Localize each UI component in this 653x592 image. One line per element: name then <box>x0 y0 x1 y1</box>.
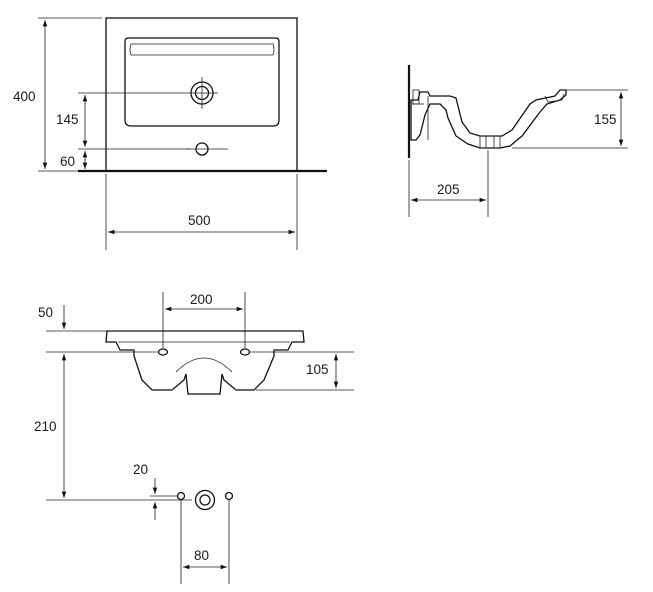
dim-210-label: 210 <box>34 419 57 434</box>
dim-80-label: 80 <box>194 548 209 563</box>
drain-pipe <box>479 135 501 149</box>
dim-145-label: 145 <box>56 112 79 127</box>
bowl-outline <box>124 37 280 127</box>
top-view: 400 145 60 500 <box>13 17 327 250</box>
bowl-rim <box>129 43 275 56</box>
back-view: 50 200 105 210 20 80 <box>34 292 354 584</box>
drain-detail-outer <box>194 489 216 511</box>
dim-60-label: 60 <box>60 154 75 169</box>
drain-detail-inner <box>199 494 211 506</box>
dim-400-label: 400 <box>13 89 36 104</box>
dim-50-label: 50 <box>38 305 53 320</box>
basin-outline <box>105 17 298 172</box>
bracket-hole-right <box>239 348 251 356</box>
side-view: 155 205 <box>407 65 628 217</box>
dim-200-label: 200 <box>190 292 213 307</box>
dim-105-label: 105 <box>306 362 329 377</box>
dim-205-label: 205 <box>437 182 460 197</box>
bracket-hole-left <box>157 348 169 356</box>
dim-20-label: 20 <box>133 462 148 477</box>
dim-500-label: 500 <box>188 213 211 228</box>
basin-section <box>410 89 567 149</box>
fixing-hole-left <box>176 491 186 501</box>
basin-elevation <box>105 330 305 395</box>
dim-155-label: 155 <box>594 112 617 127</box>
fixing-hole-right <box>224 491 234 501</box>
